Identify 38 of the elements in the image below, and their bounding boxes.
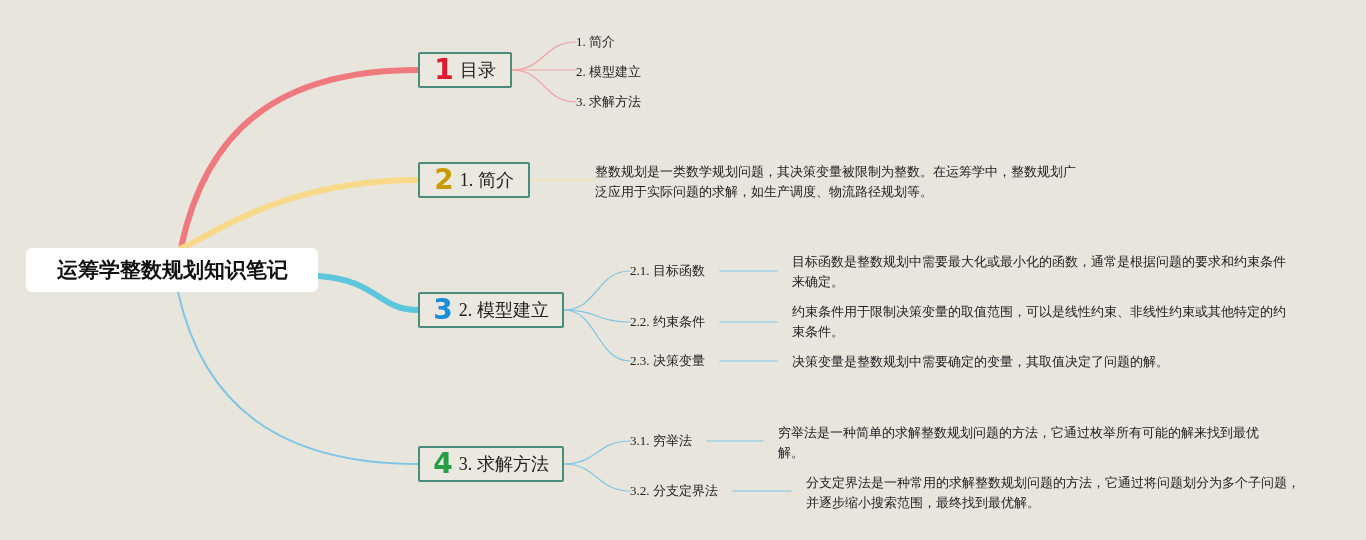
- number-marker: 3: [433, 296, 453, 324]
- subtopic-label: 2.1. 目标函数: [630, 262, 705, 280]
- topic-label: 目录: [459, 59, 496, 82]
- topic-label: 1. 简介: [459, 169, 514, 192]
- topic-box: [418, 446, 564, 482]
- description-text: 决策变量是整数规划中需要确定的变量，其取值决定了问题的解。: [792, 352, 1292, 372]
- topic-box: [418, 52, 512, 88]
- central-topic-title: 运筹学整数规划知识笔记: [56, 257, 288, 284]
- description-text: 整数规划是一类数学规划问题，其决策变量被限制为整数。在运筹学中，整数规划广泛应用于实际问题的求解，如生产调度、物流路径规划等。: [595, 162, 1085, 202]
- connector-line: [719, 321, 778, 323]
- connector-line: [511, 69, 577, 103]
- number-marker: 1: [434, 56, 454, 84]
- connector-line: [563, 463, 631, 492]
- subtopic-label: 2.3. 决策变量: [630, 352, 705, 370]
- connector-line: [719, 360, 778, 362]
- topic-label: 2. 模型建立: [458, 299, 549, 322]
- topic-box: [418, 162, 530, 198]
- description-text: 目标函数是整数规划中需要最大化或最小化的函数，通常是根据问题的要求和约束条件来确定。: [792, 252, 1292, 292]
- topic-label: 3. 求解方法: [458, 453, 549, 476]
- connector-line: [719, 270, 778, 272]
- description-text: 分支定界法是一种常用的求解整数规划问题的方法，它通过将问题划分为多个子问题，并逐步缩小搜索范围，最终找到最优解。: [806, 473, 1306, 513]
- subtopic-label: 3. 求解方法: [576, 93, 641, 111]
- connector-line: [706, 440, 764, 442]
- topic-box: [418, 292, 564, 328]
- subtopic-label: 3.1. 穷举法: [630, 432, 692, 450]
- connector-line: [732, 490, 792, 492]
- connector-line: [177, 291, 419, 465]
- description-text: 约束条件用于限制决策变量的取值范围，可以是线性约束、非线性约束或其他特定的约束条件。: [792, 302, 1292, 342]
- connector-line: [563, 309, 631, 362]
- number-marker: 4: [433, 450, 453, 478]
- subtopic-label: 2. 模型建立: [576, 63, 641, 81]
- central-topic-box: [26, 248, 318, 292]
- connector-line: [563, 309, 631, 323]
- subtopic-label: 2.2. 约束条件: [630, 313, 705, 331]
- subtopic-label: 1. 简介: [576, 33, 615, 51]
- description-text: 穷举法是一种简单的求解整数规划问题的方法，它通过枚举所有可能的解来找到最优解。: [778, 423, 1268, 463]
- subtopic-label: 3.2. 分支定界法: [630, 482, 718, 500]
- number-marker: 2: [434, 166, 454, 194]
